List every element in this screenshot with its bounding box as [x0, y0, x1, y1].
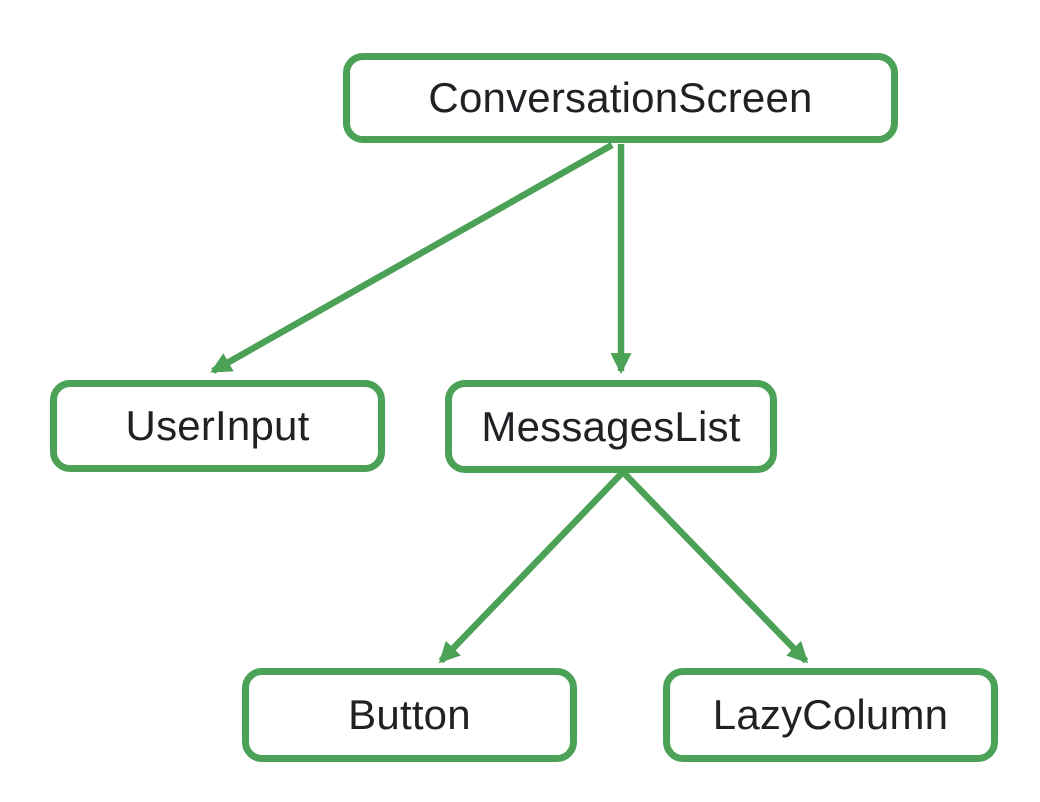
node-lazy-column: LazyColumn [663, 668, 998, 762]
edge-conversationscreen-userinput [210, 142, 614, 374]
edge-messageslist-button [438, 469, 626, 664]
node-label: LazyColumn [712, 691, 949, 738]
node-button: Button [242, 668, 577, 762]
node-label: Button [348, 691, 471, 738]
node-label: UserInput [125, 402, 310, 449]
node-user-input: UserInput [50, 380, 385, 472]
edge-messageslist-lazycolumn [620, 469, 809, 664]
node-label: MessagesList [481, 402, 741, 450]
node-conversation-screen: ConversationScreen [343, 53, 898, 143]
node-messages-list: MessagesList [445, 380, 777, 473]
node-label: ConversationScreen [428, 74, 813, 121]
